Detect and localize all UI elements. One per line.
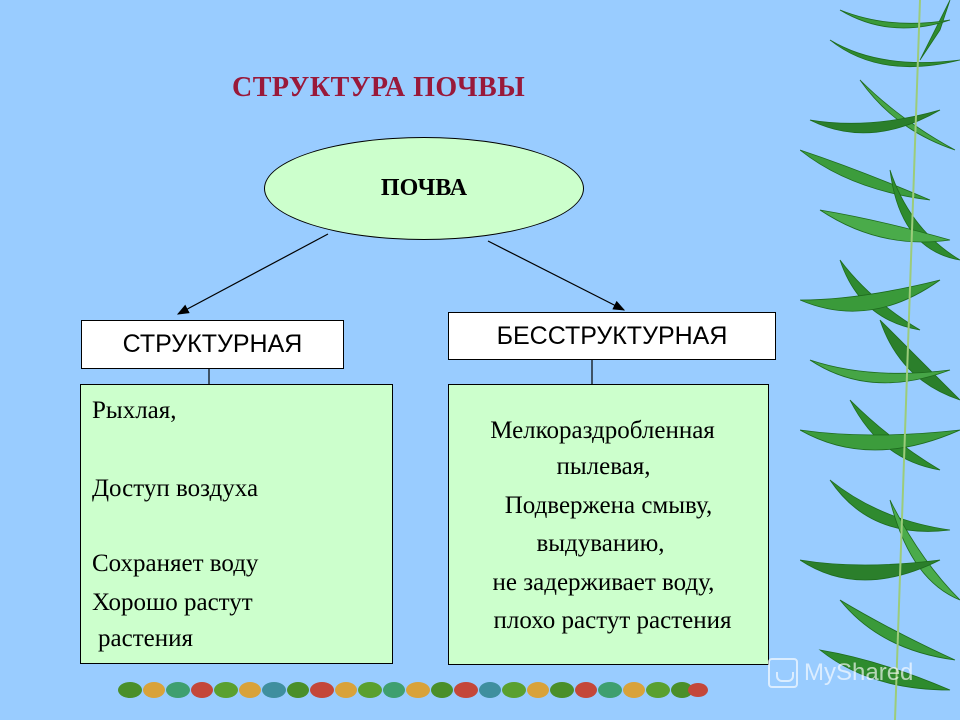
watermark: MyShared bbox=[768, 658, 913, 688]
arrow-right bbox=[487, 240, 626, 311]
structureless-properties-box: Мелкораздробленная пылевая, Подвержена с… bbox=[448, 384, 769, 665]
property-line: не задерживает воду, bbox=[492, 569, 715, 596]
property-line: растения bbox=[98, 625, 193, 652]
arrow-left bbox=[176, 233, 329, 315]
decorative-leaf-border bbox=[118, 682, 708, 698]
property-line: Мелкораздробленная bbox=[490, 417, 715, 444]
structured-header: СТРУКТУРНАЯ bbox=[81, 320, 344, 369]
property-line: Сохраняет воду bbox=[92, 550, 259, 577]
property-line: Доступ воздуха bbox=[92, 475, 259, 502]
bamboo-leaves-decoration bbox=[800, 0, 960, 720]
structureless-header: БЕССТРУКТУРНАЯ bbox=[448, 312, 776, 360]
property-line: плохо растут растения bbox=[493, 607, 732, 634]
root-node: ПОЧВА bbox=[264, 137, 584, 240]
root-label: ПОЧВА bbox=[380, 175, 468, 201]
property-line: Рыхлая, bbox=[92, 397, 177, 424]
structured-properties-box: Рыхлая, Доступ воздуха Сохраняет воду Хо… bbox=[80, 384, 393, 664]
structureless-header-label: БЕССТРУКТУРНАЯ bbox=[496, 321, 728, 350]
property-line: Подвержена смыву, bbox=[504, 492, 713, 519]
slide-title: СТРУКТУРА ПОЧВЫ bbox=[232, 72, 526, 103]
property-line: Хорошо растут bbox=[92, 589, 253, 616]
watermark-text: MyShared bbox=[804, 659, 914, 686]
property-line: пылевая, bbox=[556, 453, 651, 480]
property-line: выдуванию, bbox=[536, 530, 665, 557]
watermark-logo-icon bbox=[768, 658, 798, 688]
structured-header-label: СТРУКТУРНАЯ bbox=[122, 330, 303, 358]
